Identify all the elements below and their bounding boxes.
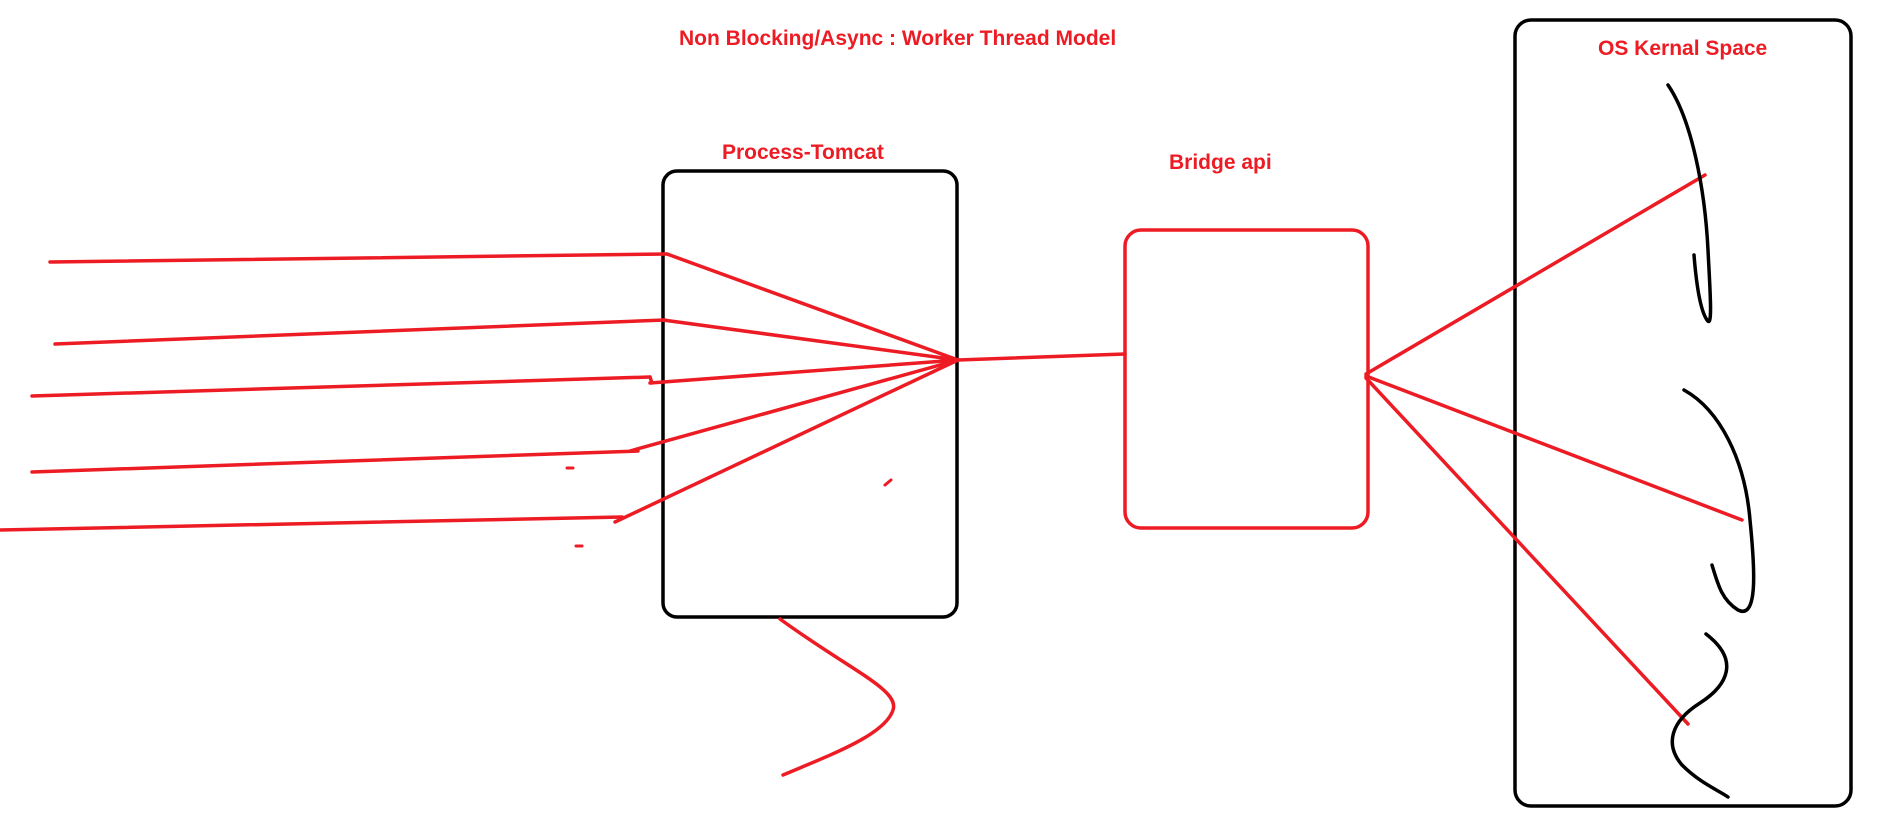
tomcat-label: Process-Tomcat <box>722 141 884 164</box>
diagram-title: Non Blocking/Async : Worker Thread Model <box>679 27 1117 50</box>
kernel-call-line <box>1364 374 1744 522</box>
bridge-kernel-lines <box>1364 173 1744 726</box>
kernel-call-line <box>1364 173 1707 376</box>
kernel-label: OS Kernal Space <box>1598 37 1768 60</box>
tomcat-bridge-connector <box>956 352 1127 362</box>
tomcat-squiggle <box>778 617 896 777</box>
request-line <box>30 375 652 398</box>
thread-line <box>648 375 654 385</box>
bridge-box <box>1123 228 1370 530</box>
thread-line <box>613 358 960 524</box>
kernel-squiggle-top <box>1666 83 1713 324</box>
thread-line <box>648 358 960 385</box>
stray-marks <box>565 466 893 548</box>
request-line <box>53 318 667 346</box>
bridge-label: Bridge api <box>1169 151 1272 174</box>
kernel-squiggle-middle <box>1682 388 1756 613</box>
kernel-squiggle-bottom <box>1670 632 1730 799</box>
request-line <box>30 449 640 474</box>
request-line <box>48 252 669 264</box>
worker-thread-lines <box>613 252 960 524</box>
tomcat-box <box>661 169 959 619</box>
kernel-squiggles <box>1666 83 1756 799</box>
incoming-request-lines <box>0 252 669 532</box>
thread-line <box>628 358 960 453</box>
thread-line <box>661 318 960 362</box>
thread-line <box>665 252 960 362</box>
kernel-call-line <box>1364 376 1690 726</box>
request-line <box>0 515 624 532</box>
kernel-box <box>1513 18 1853 808</box>
